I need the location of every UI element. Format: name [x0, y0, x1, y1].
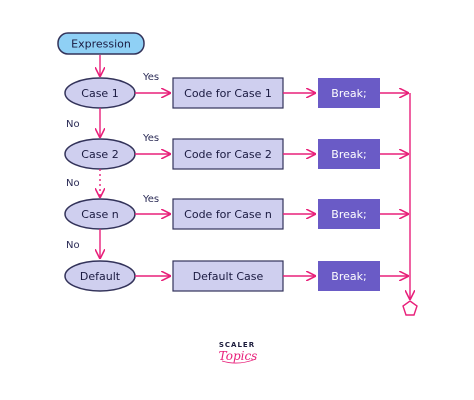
- end-terminator-icon: [402, 300, 418, 316]
- logo-line1: SCALER: [219, 341, 255, 349]
- code-label-n: Code for Case n: [184, 208, 272, 221]
- break-label-1: Break;: [331, 87, 366, 100]
- no-label-1: No: [66, 119, 80, 130]
- case-1-label: Case 1: [81, 87, 118, 100]
- break-box-1: [318, 78, 380, 108]
- default-label: Default: [80, 270, 121, 283]
- break-box-n: [318, 199, 380, 229]
- break-label-2: Break;: [331, 148, 366, 161]
- break-label-n: Break;: [331, 208, 366, 221]
- code-box-1: [172, 77, 284, 109]
- break-box-2: [318, 139, 380, 169]
- row-case-2: Case 2 Yes Code for Case 2 Break;: [64, 133, 408, 170]
- no-label-2: No: [66, 178, 80, 189]
- logo-line2: Topics: [219, 349, 258, 363]
- logo-swoosh: [221, 358, 257, 364]
- code-label-1: Code for Case 1: [184, 87, 272, 100]
- code-label-2: Code for Case 2: [184, 148, 272, 161]
- row-default: Default Default Case Break;: [64, 260, 408, 292]
- break-label-default: Break;: [331, 270, 366, 283]
- row-case-n: Case n Yes Code for Case n Break;: [64, 194, 408, 230]
- expression-label: Expression: [71, 38, 131, 51]
- break-box-default: [318, 261, 380, 291]
- expression-node: Expression: [57, 32, 145, 55]
- code-box-2: [172, 138, 284, 170]
- yes-label-2: Yes: [142, 133, 159, 144]
- code-label-default: Default Case: [193, 270, 264, 283]
- case-n-label: Case n: [81, 208, 118, 221]
- case-2-label: Case 2: [81, 148, 118, 161]
- yes-label-n: Yes: [142, 194, 159, 205]
- yes-label-1: Yes: [142, 72, 159, 83]
- scaler-topics-logo: SCALER Topics: [219, 341, 258, 364]
- code-box-n: [172, 198, 284, 230]
- no-label-3: No: [66, 240, 80, 251]
- row-case-1: Case 1 Yes Code for Case 1 Break;: [64, 72, 408, 109]
